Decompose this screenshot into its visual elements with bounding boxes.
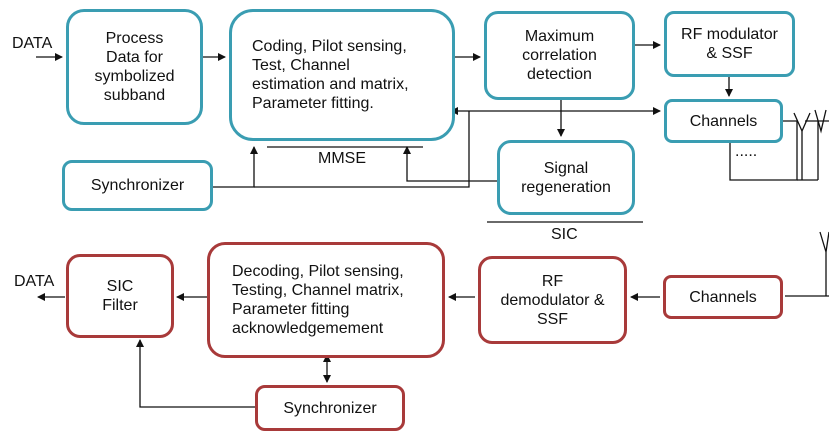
line-sync-to-maxcorr <box>254 111 470 188</box>
channels-dots: ..... <box>735 143 758 160</box>
rx-data-output-label: DATA <box>14 273 55 290</box>
rf-modulator-block: RF modulator & SSF <box>664 11 795 77</box>
sic-filter-block: SIC Filter <box>66 254 174 338</box>
line-regen-to-coding <box>403 146 497 182</box>
tx-channels-block: Channels <box>664 99 783 143</box>
rx-antenna-icon <box>819 231 829 253</box>
mmse-label: MMSE <box>318 150 366 167</box>
tx-data-input-label: DATA <box>12 35 53 52</box>
rx-channels-block: Channels <box>663 275 783 319</box>
sic-label: SIC <box>551 226 578 243</box>
process-data-block: Process Data for symbolized subband <box>66 9 203 125</box>
coding-estimation-block: Coding, Pilot sensing, Test, Channel est… <box>229 9 455 141</box>
line-sync-to-coding <box>213 146 258 188</box>
max-correlation-block: Maximum correlation detection <box>484 11 635 100</box>
rf-demodulator-block: RF demodulator & SSF <box>478 256 627 344</box>
signal-regeneration-block: Signal regeneration <box>497 140 635 215</box>
line-sync-to-sic <box>136 339 255 408</box>
decoding-block: Decoding, Pilot sensing, Testing, Channe… <box>207 242 445 358</box>
rx-synchronizer-block: Synchronizer <box>255 385 405 431</box>
tx-synchronizer-block: Synchronizer <box>62 160 213 211</box>
